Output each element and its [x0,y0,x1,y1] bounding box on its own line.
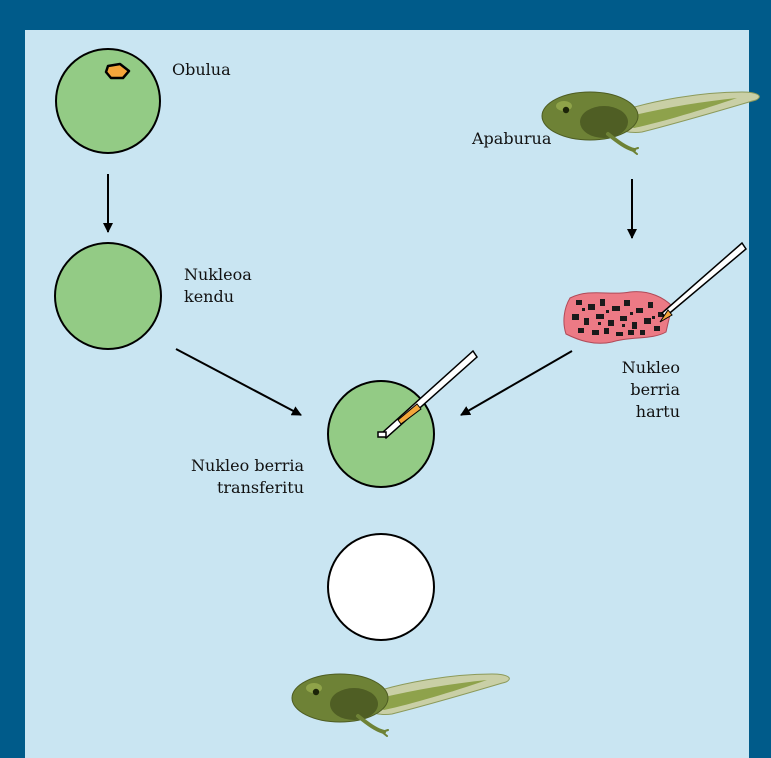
label-nukleo-berria-transferitu: Nukleo berria transferitu [150,455,304,499]
label-apaburua: Apaburua [472,128,551,150]
tissue-sample-icon [564,292,672,344]
enucleated-cell-icon [55,243,161,349]
label-nukleoa-kendu: Nukleoa kendu [184,264,252,308]
label-nukleo-berria-hartu: Nukleo berria hartu [600,357,680,423]
label-obulua: Obulua [172,59,231,81]
egg-cell-icon [56,49,160,153]
result-cell-icon [328,534,434,640]
